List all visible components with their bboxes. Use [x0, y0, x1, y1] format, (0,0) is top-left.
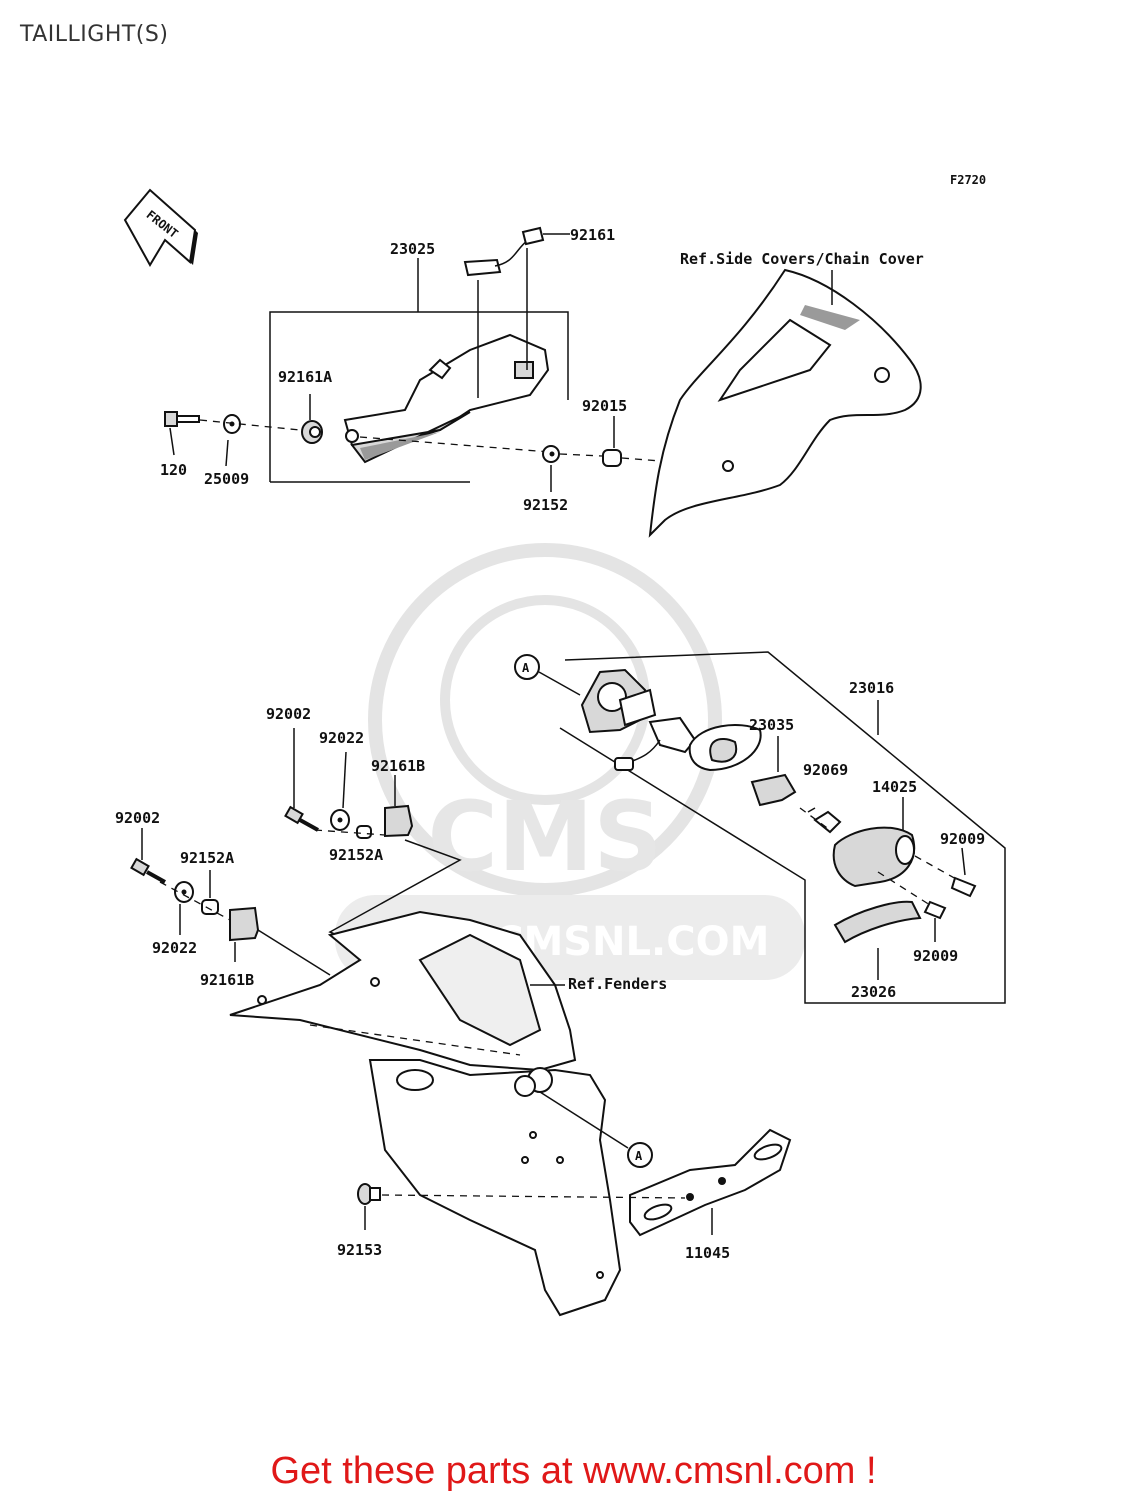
part-label-92161: 92161 [570, 226, 615, 244]
taillight-housing-23025 [343, 333, 550, 464]
bulb-92069 [799, 807, 842, 834]
part-label-92152A-lower: 92152A [180, 849, 234, 867]
grommet-92161A [301, 394, 323, 444]
part-label-92161B-upper: 92161B [371, 757, 425, 775]
part-label-11045: 11045 [685, 1244, 730, 1262]
washer-25009 [223, 414, 241, 467]
lamp-base [580, 668, 657, 734]
nut-92153 [357, 1183, 381, 1230]
leader-collar [559, 453, 603, 457]
part-label-23026: 23026 [851, 983, 896, 1001]
part-label-92009-lower: 92009 [913, 947, 958, 965]
part-label-92069: 92069 [803, 761, 848, 779]
part-label-23035: 23035 [749, 716, 794, 734]
callout-a-lower: A [539, 1091, 653, 1168]
leader-nut-92153 [381, 1194, 686, 1199]
collar-92152A-upper [356, 825, 372, 839]
part-label-23025: 23025 [390, 240, 435, 258]
leader-lower-mount [159, 881, 231, 921]
part-label-92015: 92015 [582, 397, 627, 415]
callout-a-upper: A [514, 654, 581, 696]
leader-nut [621, 457, 726, 467]
socket-and-wire [614, 716, 697, 771]
collar-92152 [542, 445, 560, 492]
washer-92022-upper [330, 751, 350, 831]
ref-side-covers-label: Ref.Side Covers/Chain Cover [680, 250, 924, 268]
front-arrow-icon: FRONT [123, 188, 198, 267]
part-label-25009: 25009 [204, 470, 249, 488]
part-label-92022-lower: 92022 [152, 939, 197, 957]
footer-link[interactable]: Get these parts at www.cmsnl.com ! [270, 1450, 877, 1492]
group-bracket-23025 [269, 258, 569, 483]
part-label-92152A-upper: 92152A [329, 846, 383, 864]
license-bracket-11045 [629, 1128, 792, 1237]
parts-diagram: CMS www.CMSNL.COM F2720 FRONT [115, 173, 1006, 1317]
part-label-92152: 92152 [523, 496, 568, 514]
screw-92009-lower [877, 871, 947, 942]
figure-code: F2720 [950, 173, 986, 187]
part-label-92022-upper: 92022 [319, 729, 364, 747]
part-label-92161A: 92161A [278, 368, 332, 386]
group-bracket-23016 [559, 651, 1006, 1004]
leader-housing [359, 436, 551, 453]
watermark-brand: CMS [427, 781, 662, 893]
part-label-14025: 14025 [872, 778, 917, 796]
part-label-23016: 23016 [849, 679, 894, 697]
washer-92022-lower [174, 881, 194, 935]
bulb-holder [688, 724, 762, 772]
rear-fender-outline [229, 910, 622, 1317]
part-label-120: 120 [160, 461, 187, 479]
ref-fenders-label: Ref.Fenders [568, 975, 667, 993]
svg-text:A: A [522, 661, 530, 675]
lens-14025 [832, 797, 916, 888]
bolt-92002-lower [130, 828, 166, 884]
leader-lower-to-fender [257, 929, 331, 976]
reflector-23026 [833, 900, 922, 980]
part-label-92161B-lower: 92161B [200, 971, 254, 989]
svg-text:A: A [635, 1149, 643, 1163]
grommet-92161B-lower [229, 906, 260, 962]
leader-bolt-120 [199, 419, 301, 431]
part-label-92002-upper: 92002 [266, 705, 311, 723]
connector-92161 [463, 226, 570, 398]
clip-23035 [750, 736, 797, 807]
bolt-92002-upper [284, 728, 319, 832]
grommet-92161B-upper [384, 775, 414, 838]
leader-upper-mount [314, 829, 386, 836]
nut-92015 [602, 416, 622, 467]
side-cover-outline [648, 268, 922, 538]
bolt-120 [164, 411, 200, 456]
page-title: TAILLIGHT(S) [20, 22, 169, 47]
part-label-92153: 92153 [337, 1241, 382, 1259]
collar-92152A-lower [201, 870, 219, 915]
part-label-92002-lower: 92002 [115, 809, 160, 827]
part-label-92009-upper: 92009 [940, 830, 985, 848]
screw-92009-upper [914, 847, 977, 898]
